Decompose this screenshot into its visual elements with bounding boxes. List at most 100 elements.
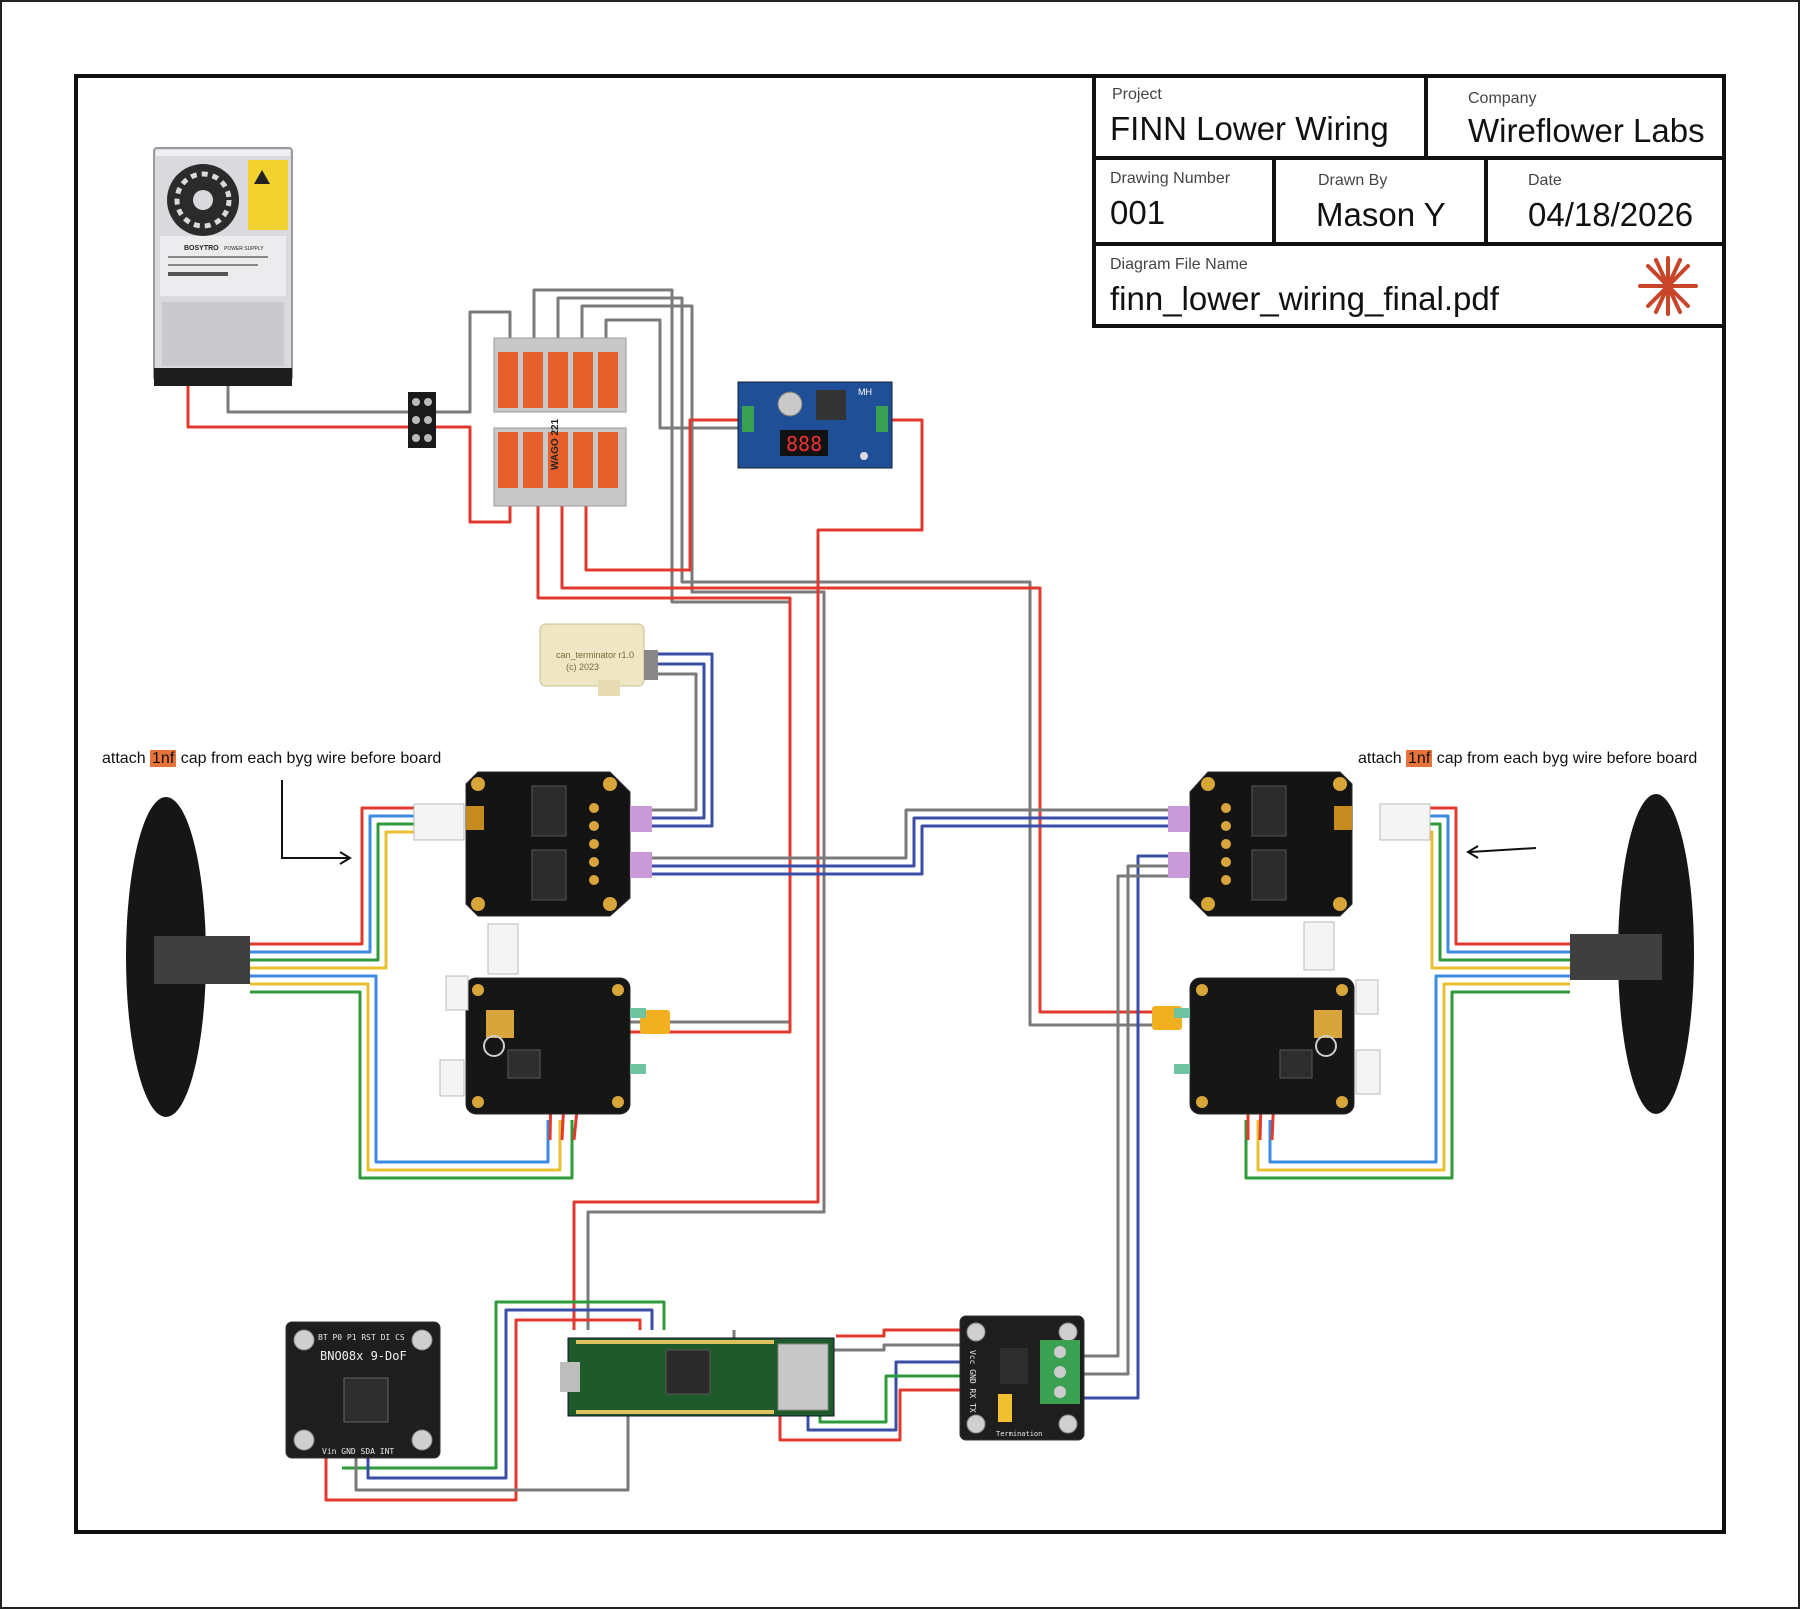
drawn-by-value: Mason Y [1316,196,1446,233]
wire-teensy-can-tx [818,1374,968,1424]
wire-buck-out-teensy [572,418,924,1330]
wire-left-enc-green [250,990,574,1180]
company-label: Company [1468,90,1537,107]
board-stickers [413,803,1431,1097]
wire-teensy-can-vcc [836,1328,968,1338]
wire-imu-gnd [354,1412,630,1492]
right-motor-hub [1570,934,1662,980]
psu-terminal-strip [154,368,292,386]
right-motor-wheel [1570,794,1694,1114]
annotation-arrows [281,780,1537,865]
psu-top-edge [156,150,290,156]
left-odrive-board [465,771,652,917]
project-label: Project [1112,86,1162,103]
imu-name: BNO08x 9-DoF [320,1349,407,1363]
wire-gnd-right-esc [556,296,1160,1027]
teensy-pins [576,1340,774,1414]
file-name-label: Diagram File Name [1110,256,1248,273]
right-cap-note: attach 1nf cap from each byg wire before… [1358,750,1697,768]
right-odrive-board [1168,771,1353,917]
psu-desc: POWER SUPPLY [224,246,264,252]
imu-board: BT P0 P1 RST DI CS BNO08x 9-DoF Vin GND … [285,1321,441,1459]
wire-left-motor-a [250,806,420,946]
wire-left-motor-c [250,822,420,962]
wire-can-term-l [650,662,706,820]
left-note-arrowhead [339,851,352,865]
psu-brand: BOSYTRO [184,245,219,252]
right-esc-board [1152,977,1355,1115]
right-note-prefix: attach [1358,750,1407,767]
psu-label-line [168,264,258,266]
left-motor-hub [154,936,250,984]
wire-left-motor-b [250,814,420,954]
buck-display-digits: 888 [786,432,822,456]
left-esc-xt30 [640,1010,670,1034]
drawing-number-label: Drawing Number [1110,170,1231,187]
wago-connector-top [493,337,627,413]
wire-right-enc-yellow [1256,982,1570,1172]
warning-icon [254,170,270,184]
date-value: 04/18/2026 [1528,196,1694,233]
psu-cert-marks [168,272,228,276]
drawn-by-label: Drawn By [1318,172,1388,189]
wire-right-motor-d [1400,830,1570,970]
wire-right-enc-green [1244,990,1570,1180]
can-transceiver-board: Vcc GND RX TX Termination [959,1315,1085,1441]
wire-teensy-can-rx [806,1360,968,1432]
wire-psu-power [186,382,410,429]
right-note-suffix: cap from each byg wire before board [1432,750,1698,767]
can-terminator-label: can_terminator r1.0 [556,650,634,660]
wire-can-bus-h [650,816,1170,868]
wire-left-enc-yellow [250,982,562,1172]
wire-imu-int [342,1300,666,1470]
wire-imu-vin [324,1318,642,1502]
psu-fan-hub [193,190,213,210]
wire-tb-wago-pwr [436,425,512,524]
title-block-frame [1092,74,1726,328]
date-label: Date [1528,172,1562,189]
buck-badge: MH [858,387,872,397]
teensy-board [560,1337,835,1417]
power-supply: BOSYTRO POWER SUPPLY [153,147,293,386]
wire-tb-wago-gnd [436,310,512,414]
wire-gnd-buck [604,318,738,430]
wire-imu-sda [366,1308,654,1480]
wire-can-term-h [650,652,714,828]
can-pins: Vcc GND RX TX [968,1350,977,1413]
wago-label: WAGO 221 [550,418,561,470]
right-note-arrowhead [1466,845,1479,859]
wire-pwr-right-esc [560,502,1160,1014]
psu-label-line [168,256,268,258]
wire-right-motor-c [1400,822,1570,962]
left-motor-wheel [126,797,250,1117]
left-cap-note: attach 1nf cap from each byg wire before… [102,750,441,768]
left-esc-pcb [465,977,631,1115]
right-esc-logo [1315,1035,1337,1057]
left-note-arrow [281,780,348,859]
wire-can-tx-l [1084,874,1170,1358]
teensy-sd-slot [777,1343,829,1411]
wire-can-bus-l [650,824,1170,876]
project-value: FINN Lower Wiring [1110,110,1389,147]
psu-fan-ring [174,171,232,229]
imu-top-pins: BT P0 P1 RST DI CS [318,1333,405,1342]
drawing-number-value: 001 [1110,194,1166,231]
wire-pwr-left-esc [536,502,792,1034]
wire-can-tx-g [1084,864,1170,1376]
imu-bottom-pins: Vin GND SDA INT [322,1447,394,1456]
drawing-border [74,74,1726,1534]
wire-right-enc-blue [1268,974,1570,1164]
title-block [1092,74,1726,328]
wago-connector-bottom: WAGO 221 [493,418,627,507]
wire-gnd-teensy [580,304,826,1330]
left-esc-board [465,977,670,1115]
wire-psu-ground [226,382,410,414]
left-note-suffix: cap from each byg wire before board [176,750,442,767]
left-note-highlight: 1nf [150,750,177,767]
file-name-value: finn_lower_wiring_final.pdf [1110,280,1499,317]
can-termination-label: Termination [996,1430,1042,1438]
company-logo-icon [1638,256,1698,316]
right-esc-pcb [1189,977,1355,1115]
company-value: Wireflower Labs [1468,112,1705,149]
